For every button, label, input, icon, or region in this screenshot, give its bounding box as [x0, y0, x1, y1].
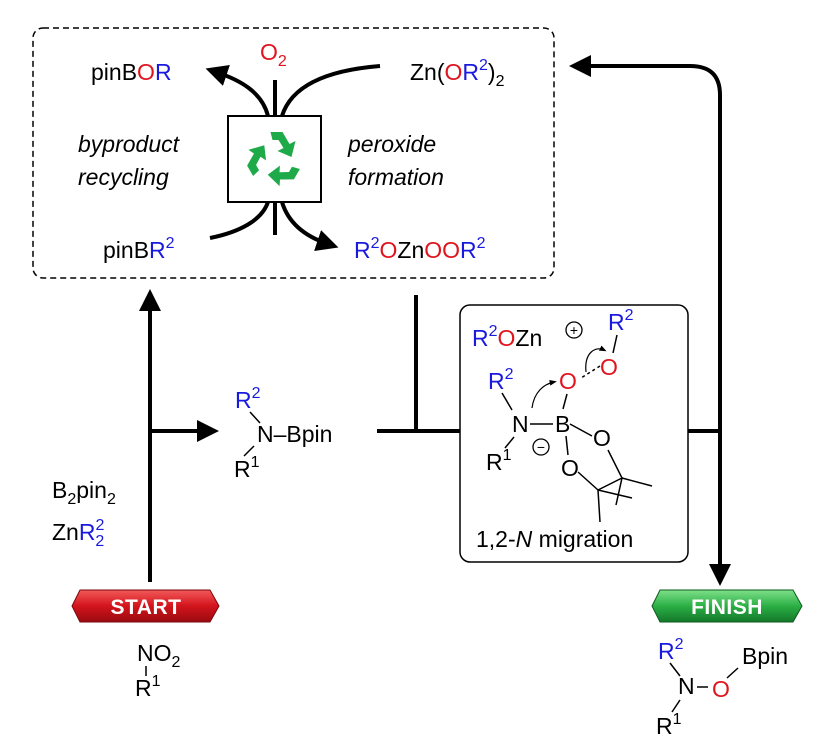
svg-text:O: O	[600, 354, 618, 380]
transition-state-box	[459, 304, 689, 563]
svg-text:O: O	[559, 368, 577, 394]
svg-text:+: +	[570, 322, 578, 338]
svg-text:O: O	[593, 425, 611, 451]
svg-text:R1: R1	[135, 673, 161, 701]
finish-label: FINISH	[691, 596, 763, 619]
product-structure: R2 N O Bpin R1	[656, 636, 788, 739]
svg-text:N: N	[512, 411, 529, 437]
start-badge: START	[71, 589, 220, 623]
arrow-from-zn	[280, 64, 381, 117]
nitro-compound: NO2 R1	[135, 640, 181, 701]
arrow-to-pinBOR	[205, 65, 270, 117]
transition-state-structure: R2OZn + R2 O O R2 N B − O O	[472, 307, 653, 523]
svg-text:R2: R2	[608, 307, 634, 335]
byproduct-label: byproduct	[78, 131, 181, 157]
zinc-peroxide-label: R2OZnOOR2	[354, 235, 486, 263]
svg-text:R1: R1	[656, 711, 682, 739]
svg-text:−: −	[537, 439, 545, 455]
svg-text:B: B	[555, 411, 570, 437]
zn-alkoxide-label: Zn(OR2)2	[410, 57, 505, 90]
o2-label: O2	[260, 39, 287, 70]
svg-text:R2: R2	[235, 385, 261, 413]
arrow-from-pinBR	[209, 201, 270, 240]
migration-caption: 1,2-N migration	[476, 526, 633, 552]
right-loop-arrow	[569, 55, 731, 586]
svg-text:R2: R2	[488, 366, 514, 394]
svg-text:R2OZn: R2OZn	[472, 323, 542, 351]
aminoborane: R2 N–Bpin R1	[234, 385, 332, 482]
svg-text:R1: R1	[234, 454, 260, 482]
svg-text:R2: R2	[658, 636, 684, 664]
svg-text:N–Bpin: N–Bpin	[257, 421, 332, 447]
start-label: START	[111, 596, 182, 619]
b2pin2-label: B2pin2	[52, 477, 116, 508]
recycle-icon	[227, 115, 322, 203]
svg-text:NO2: NO2	[137, 640, 181, 671]
recycling-label: recycling	[78, 164, 169, 190]
pinBR2-label: pinBR2	[103, 235, 175, 263]
pinBOR-label: pinBOR	[91, 59, 172, 85]
svg-text:O: O	[712, 676, 730, 702]
peroxide-label: peroxide	[347, 131, 436, 157]
svg-text:R1: R1	[486, 447, 512, 475]
formation-label: formation	[348, 164, 444, 190]
svg-text:O: O	[561, 455, 579, 481]
svg-text:Bpin: Bpin	[742, 643, 788, 669]
arrow-to-peroxide	[280, 201, 339, 251]
cycle-box	[32, 27, 555, 279]
svg-text:N: N	[678, 673, 695, 699]
finish-badge: FINISH	[651, 589, 803, 623]
